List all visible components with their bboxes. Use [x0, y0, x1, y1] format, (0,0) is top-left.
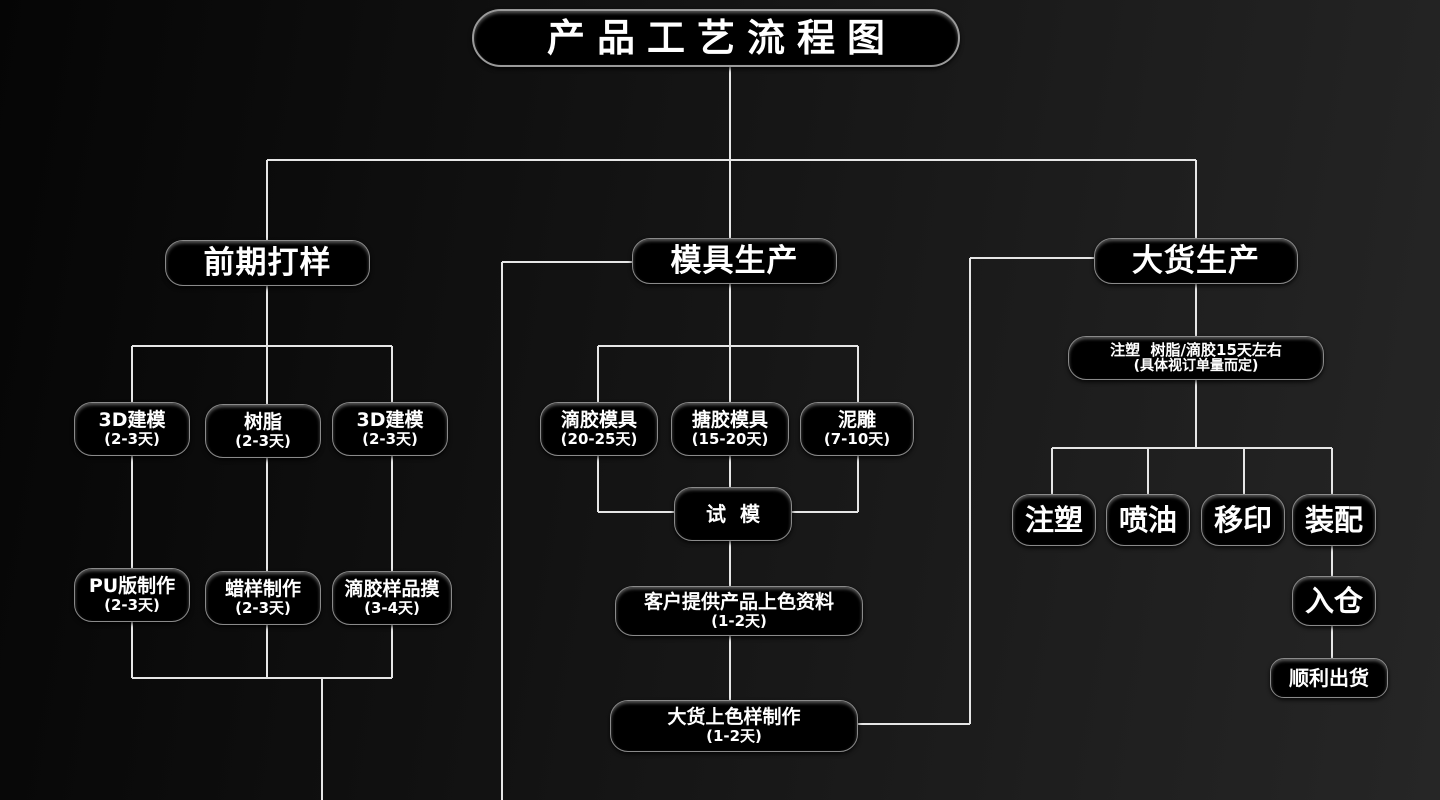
- step-duration: (1-2天): [711, 612, 767, 631]
- section-prototype-header: 前期打样: [165, 240, 370, 286]
- step-name: 树脂: [243, 410, 282, 433]
- prototype-3d-modeling-node-2: 3D建模 (2-3天): [332, 402, 448, 456]
- step-name: 蜡样制作: [224, 577, 301, 600]
- step-name: 滴胶模具: [560, 408, 637, 431]
- prototype-wax-sample-node: 蜡样制作 (2-3天): [205, 571, 321, 625]
- section-label: 大货生产: [1132, 242, 1260, 279]
- step-name: 注塑: [1024, 502, 1083, 537]
- step-duration: (1-2天): [706, 727, 762, 746]
- prototype-resin-node: 树脂 (2-3天): [205, 404, 321, 458]
- step-duration: (2-3天): [104, 596, 160, 615]
- step-name: PU版制作: [88, 574, 176, 597]
- mold-epoxy-node: 滴胶模具 (20-25天): [540, 402, 658, 456]
- step-duration: (7-10天): [823, 430, 891, 449]
- client-color-info-node: 客户提供产品上色资料 (1-2天): [615, 586, 863, 636]
- step-name: 试 模: [706, 501, 760, 526]
- step-name: 装配: [1304, 502, 1363, 537]
- step-duration: (15-20天): [691, 430, 769, 449]
- mold-trial-node: 试 模: [674, 487, 792, 541]
- note-line-1: 注塑 树脂/滴胶15天左右: [1110, 340, 1282, 359]
- step-duration: (2-3天): [235, 599, 291, 618]
- step-name: 顺利出货: [1289, 665, 1369, 690]
- step-duration: (3-4天): [364, 599, 420, 618]
- page-title: 产品工艺流程图: [472, 9, 960, 67]
- mass-warehouse-node: 入仓: [1292, 576, 1376, 626]
- mass-injection-node: 注塑: [1012, 494, 1096, 546]
- section-label: 前期打样: [203, 244, 332, 281]
- step-name: 3D建模: [98, 408, 166, 431]
- step-name: 大货上色样制作: [667, 705, 801, 728]
- step-duration: (2-3天): [104, 430, 160, 449]
- mass-production-note: 注塑 树脂/滴胶15天左右 (具体视订单量而定): [1068, 336, 1324, 380]
- step-duration: (2-3天): [362, 430, 418, 449]
- prototype-pu-plate-node: PU版制作 (2-3天): [74, 568, 190, 622]
- note-line-2: (具体视订单量而定): [1133, 357, 1259, 374]
- step-name: 滴胶样品摸: [344, 577, 440, 600]
- step-name: 客户提供产品上色资料: [643, 590, 834, 613]
- step-name: 喷油: [1118, 502, 1177, 537]
- section-mass-header: 大货生产: [1094, 238, 1298, 284]
- mold-rotocast-node: 搪胶模具 (15-20天): [671, 402, 789, 456]
- section-label: 模具生产: [670, 242, 799, 279]
- mass-color-sample-node: 大货上色样制作 (1-2天): [610, 700, 858, 752]
- step-name: 搪胶模具: [691, 408, 768, 431]
- prototype-3d-modeling-node: 3D建模 (2-3天): [74, 402, 190, 456]
- mass-shipping-node: 顺利出货: [1270, 658, 1388, 698]
- page-title-text: 产品工艺流程图: [546, 15, 897, 60]
- mass-spray-paint-node: 喷油: [1106, 494, 1190, 546]
- section-mold-header: 模具生产: [632, 238, 837, 284]
- step-name: 入仓: [1304, 583, 1363, 618]
- step-duration: (2-3天): [235, 432, 291, 451]
- step-name: 泥雕: [837, 408, 876, 431]
- step-name: 3D建模: [356, 408, 424, 431]
- step-duration: (20-25天): [560, 430, 638, 449]
- mass-pad-print-node: 移印: [1201, 494, 1285, 546]
- step-name: 移印: [1213, 502, 1272, 537]
- mold-clay-sculpt-node: 泥雕 (7-10天): [800, 402, 914, 456]
- prototype-epoxy-sample-node: 滴胶样品摸 (3-4天): [332, 571, 452, 625]
- mass-assembly-node: 装配: [1292, 494, 1376, 546]
